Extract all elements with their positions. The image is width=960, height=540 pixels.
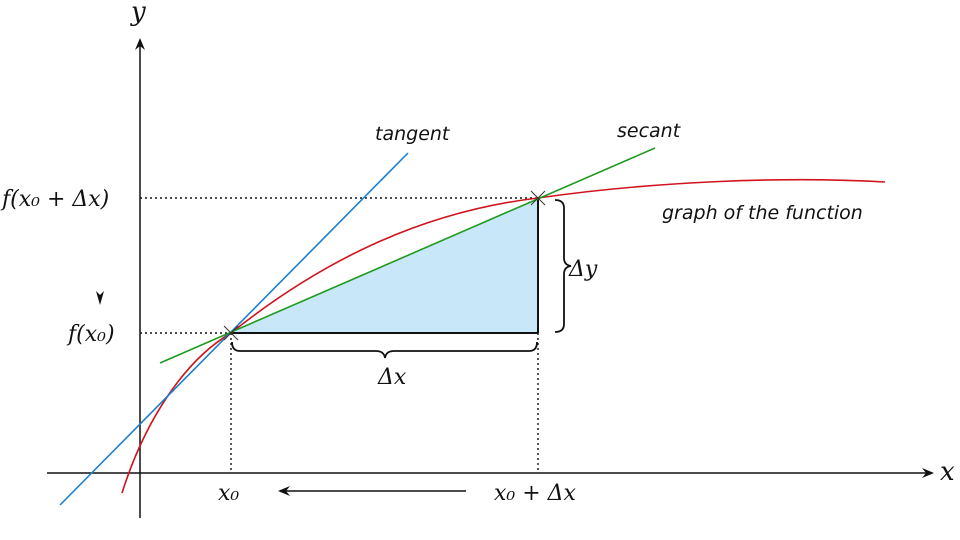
- x0-label: x₀: [218, 481, 239, 506]
- graph-label: graph of the function: [662, 202, 863, 224]
- point-marker-x0-dx: [530, 190, 546, 206]
- point-marker-x0: [223, 325, 239, 341]
- secant-label: secant: [617, 120, 682, 142]
- x-axis-label: x: [940, 457, 955, 487]
- x0-dx-label: x₀ + Δx: [494, 481, 577, 506]
- f-x0-label: f(x₀): [66, 322, 115, 347]
- delta-y-label: Δy: [568, 257, 598, 282]
- tangent-line: [59, 152, 409, 506]
- y-axis-label: y: [130, 0, 146, 27]
- function-curve: [121, 178, 886, 494]
- tangent-label: tangent: [375, 123, 451, 145]
- delta-x-label: Δx: [377, 365, 407, 390]
- secant-line: [159, 147, 656, 364]
- delta-y-brace: [554, 199, 572, 333]
- f-x0-dx-label: f(x₀ + Δx): [0, 187, 109, 212]
- delta-x-brace: [231, 341, 538, 359]
- small-down-arrow-icon: [96, 291, 104, 305]
